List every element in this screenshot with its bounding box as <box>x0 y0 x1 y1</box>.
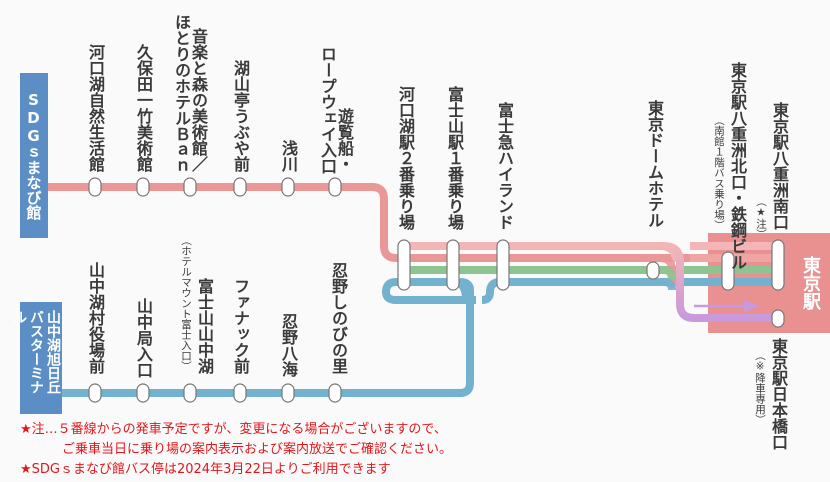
lower-stop-marker[interactable] <box>88 383 102 403</box>
shared-stop-marker[interactable] <box>446 239 460 291</box>
stop-label[interactable]: 忍野八海 <box>279 313 298 377</box>
stop-label[interactable]: 富士山山中湖 <box>195 278 214 374</box>
lower-stop-marker[interactable] <box>136 383 150 403</box>
origin-yamanaka[interactable]: 山中湖旭日丘バスターミナル <box>11 302 62 414</box>
upper-stop-marker[interactable] <box>136 177 150 197</box>
stop-label[interactable]: 浅川 <box>279 140 298 172</box>
yamanaka-route-connector <box>481 278 501 304</box>
stop-label-line2[interactable]: ロープウェイ入口 <box>318 46 337 174</box>
upper-stop-marker[interactable] <box>88 177 102 197</box>
origin-yamanaka-label: 山中湖旭日丘バスターミナル <box>11 310 61 394</box>
alighting-arrow-head <box>744 300 760 312</box>
yaesu-minami-stop-marker[interactable] <box>771 239 785 291</box>
stop-label[interactable]: 東京駅八重洲南口 <box>770 102 789 230</box>
lower-stop-marker[interactable] <box>233 383 247 403</box>
upper-stop-marker[interactable] <box>233 177 247 197</box>
stop-sublabel: （ホテルマウント富士入口） <box>180 235 192 372</box>
stop-label[interactable]: 富士急ハイランド <box>495 102 514 230</box>
upper-stop-marker[interactable] <box>183 177 197 197</box>
stop-label[interactable]: 東京駅八重洲北口・鉄鋼ビル <box>728 62 747 270</box>
stop-label[interactable]: 河口湖駅２番乗り場 <box>396 86 415 230</box>
shared-stop-marker[interactable] <box>397 239 411 291</box>
notes: ★注…５番線からの発車予定ですが、変更になる場合がございますので、 ご乗車当日に… <box>20 420 452 480</box>
stop-label[interactable]: 山中局入口 <box>134 298 153 378</box>
stop-label[interactable]: 東京ドームホテル <box>645 100 664 228</box>
stop-sublabel: （南館１階バス乗り場） <box>713 115 725 231</box>
fan-curve-blue <box>663 278 676 291</box>
shared-stop-marker[interactable] <box>496 239 510 291</box>
stop-label-line2[interactable]: ほとりのホテルＢａｎ <box>172 14 191 174</box>
sdgs-route-line <box>48 183 700 262</box>
tokyo-dome-stop-marker[interactable] <box>646 261 660 280</box>
stop-label[interactable]: 湖山亭うぶや前 <box>231 60 250 172</box>
note-1-cont: ご乗車当日に乗り場の案内表示および案内放送でご確認ください。 <box>62 442 453 457</box>
stop-label[interactable]: ファナック前 <box>231 278 250 374</box>
origin-sdgs-label: SDGｓまなび館 <box>24 91 43 220</box>
stop-label[interactable]: 久保田一竹美術館 <box>134 44 153 172</box>
fan-curve-green <box>663 266 676 281</box>
stop-label[interactable]: 富士山駅１番乗り場 <box>445 86 464 230</box>
yaesu-kita-stop-marker[interactable] <box>721 251 735 291</box>
stop-label[interactable]: 忍野しのびの里 <box>329 262 348 374</box>
nihonbashi-route-line <box>640 242 778 322</box>
stop-label[interactable]: 音楽と森の美術館／ <box>189 28 208 172</box>
nihonbashi-stop-marker[interactable] <box>771 309 785 328</box>
lower-stop-marker[interactable] <box>328 383 342 403</box>
stop-label[interactable]: 東京駅日本橋口 <box>769 338 788 450</box>
stop-sublabel: （★注） <box>755 196 767 240</box>
stop-label[interactable]: 河口湖自然生活館 <box>86 44 105 172</box>
note-2: ★SDGｓまなび館バス停は2024年3月22日よりご利用できます <box>20 462 391 477</box>
note-1: ★注…５番線からの発車予定ですが、変更になる場合がございますので、 <box>20 422 447 437</box>
lower-stop-marker[interactable] <box>183 383 197 403</box>
stop-label[interactable]: 遊覧船・ <box>335 108 354 172</box>
origin-sdgs[interactable]: SDGｓまなび館 <box>20 73 48 238</box>
stop-label[interactable]: 山中湖村役場前 <box>86 262 105 374</box>
yamanaka-route-line <box>62 278 474 397</box>
upper-stop-marker[interactable] <box>328 177 342 197</box>
tokyo-station-label: 東京駅 <box>800 256 821 310</box>
upper-stop-marker[interactable] <box>281 177 295 197</box>
lower-stop-marker[interactable] <box>281 383 295 403</box>
stop-sublabel: （※降車専用） <box>754 350 766 425</box>
